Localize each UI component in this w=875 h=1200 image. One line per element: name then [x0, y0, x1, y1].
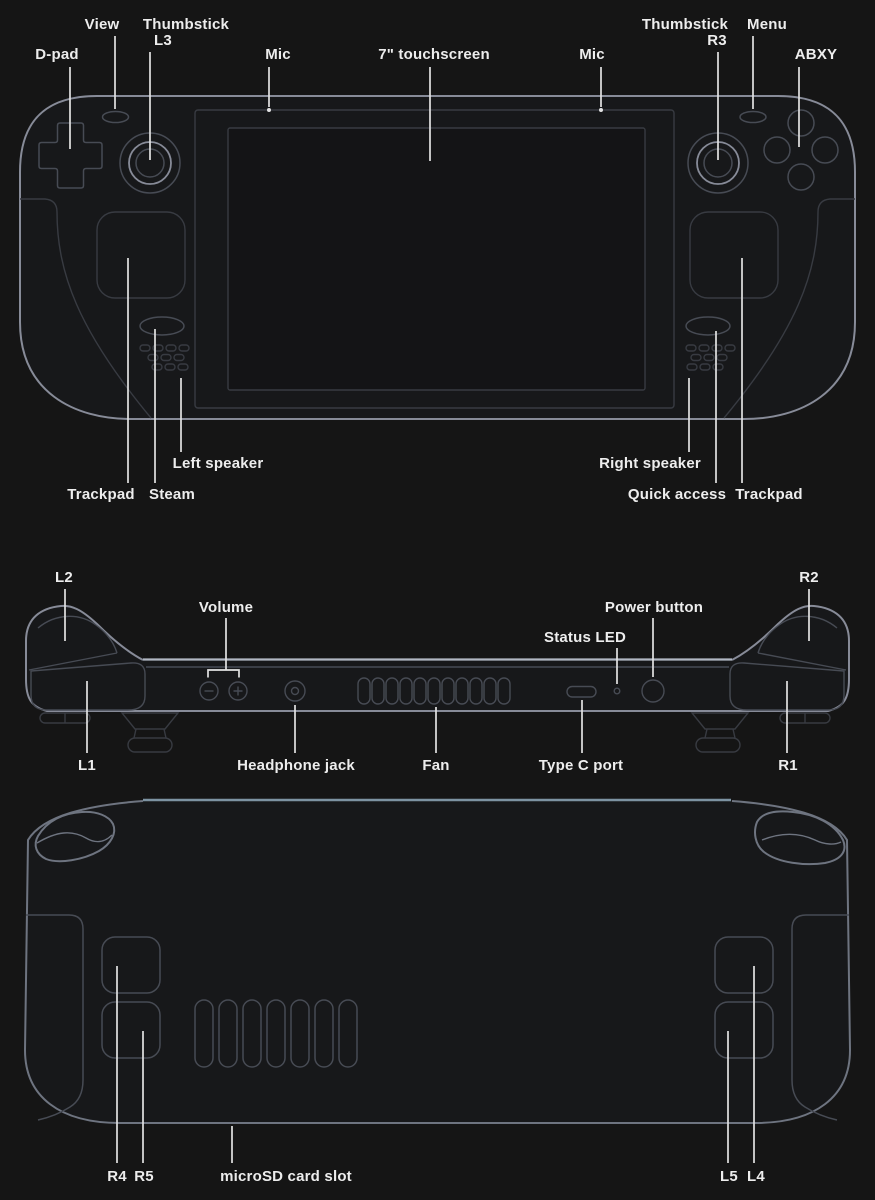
plus-icon	[233, 686, 243, 696]
volume-buttons	[199, 681, 248, 701]
label-r5: R5	[134, 1168, 154, 1185]
power-button	[641, 679, 665, 703]
label-volume: Volume	[198, 599, 254, 616]
label-l1: L1	[78, 757, 96, 774]
back-buttons-right	[714, 936, 774, 1059]
label-thumbstick-right: Thumbstick	[641, 16, 729, 33]
back-leader-lines	[116, 966, 755, 1163]
label-microsd: microSD card slot	[220, 1168, 352, 1185]
label-r4: R4	[107, 1168, 127, 1185]
label-headphone-jack: Headphone jack	[237, 757, 355, 774]
label-steam: Steam	[148, 486, 196, 503]
grip-contour-right	[723, 198, 855, 419]
mic-dot-right	[599, 108, 603, 112]
x-button	[763, 136, 791, 164]
label-r1: R1	[778, 757, 798, 774]
label-power-button: Power button	[604, 599, 704, 616]
steam-button	[139, 316, 185, 336]
label-l2: L2	[55, 569, 73, 586]
label-quick-access: Quick access	[627, 486, 727, 503]
type-c-port	[566, 685, 597, 698]
grip-bump-left	[34, 810, 116, 863]
label-left-speaker: Left speaker	[172, 455, 264, 472]
grip-underside-right	[690, 712, 831, 730]
volume-down-button	[199, 681, 219, 701]
label-view: View	[84, 16, 120, 33]
menu-button	[739, 110, 767, 124]
view-button	[101, 110, 130, 124]
back-buttons-left	[101, 936, 161, 1059]
abxy-buttons	[763, 109, 839, 191]
l2-trigger	[28, 615, 118, 671]
leader-lines	[64, 36, 810, 1163]
label-r3: R3	[707, 32, 727, 49]
grip-contour-left	[20, 198, 152, 419]
trackpad-right	[689, 211, 779, 299]
y-button	[787, 109, 815, 137]
mic-dots	[267, 108, 603, 112]
r1-bumper	[729, 662, 845, 711]
top-edge-leader-lines	[64, 589, 810, 753]
label-abxy: ABXY	[794, 46, 838, 63]
r4-button	[101, 936, 161, 994]
speaker-right	[685, 344, 736, 371]
grip-bump-right	[754, 810, 846, 866]
label-status-led: Status LED	[543, 629, 627, 646]
cooling-vents	[194, 999, 358, 1068]
screen-glass	[228, 128, 645, 390]
back-grip-line-left	[26, 914, 84, 1121]
leader-volume-bracket	[207, 618, 240, 678]
quick-access-button	[685, 316, 731, 336]
top-edge-outline	[25, 604, 850, 712]
grip-underside-left	[39, 712, 180, 730]
l5-button	[714, 1001, 774, 1059]
label-mic-left: Mic	[265, 46, 291, 63]
screen	[227, 127, 646, 391]
l4-button	[714, 936, 774, 994]
label-type-c-port: Type C port	[538, 757, 624, 774]
front-leader-lines	[69, 36, 800, 483]
thumbstick-top-left	[127, 728, 173, 753]
label-menu: Menu	[747, 16, 787, 33]
back-details	[26, 914, 849, 1121]
r2-trigger	[757, 615, 847, 671]
volume-up-button	[228, 681, 248, 701]
label-mic-right: Mic	[579, 46, 605, 63]
b-button	[811, 136, 839, 164]
speaker-left	[139, 344, 190, 371]
label-thumbstick-left: Thumbstick	[142, 16, 230, 33]
back-grip-line-right	[791, 914, 849, 1121]
top-edge-underside	[39, 712, 831, 753]
label-fan: Fan	[422, 757, 450, 774]
headphone-jack	[284, 680, 306, 702]
label-touchscreen: 7" touchscreen	[378, 46, 490, 63]
label-l3: L3	[154, 32, 172, 49]
mic-dot-left	[267, 108, 271, 112]
back-outline	[23, 800, 852, 1124]
screen-bezel	[194, 109, 675, 409]
r5-button	[101, 1001, 161, 1059]
label-l5: L5	[720, 1168, 738, 1185]
label-r2: R2	[799, 569, 819, 586]
screen-fill-group	[228, 128, 645, 390]
label-dpad: D-pad	[35, 46, 79, 63]
label-l4: L4	[747, 1168, 765, 1185]
label-right-speaker: Right speaker	[599, 455, 701, 472]
trackpad-left	[96, 211, 186, 299]
back-body-fill	[25, 801, 850, 1123]
front-dim-details	[20, 109, 855, 419]
top-edge-silhouette	[25, 604, 850, 712]
front-body-outline	[19, 95, 856, 420]
label-trackpad-right: Trackpad	[735, 486, 803, 503]
dpad	[38, 122, 103, 189]
top-edge-details	[28, 615, 847, 711]
a-button	[787, 163, 815, 191]
fan-vents	[357, 677, 511, 705]
front-outline	[19, 95, 856, 420]
l1-bumper	[30, 662, 146, 711]
label-trackpad-left: Trackpad	[67, 486, 135, 503]
thumbstick-top-right	[695, 728, 741, 753]
status-led	[613, 687, 621, 695]
